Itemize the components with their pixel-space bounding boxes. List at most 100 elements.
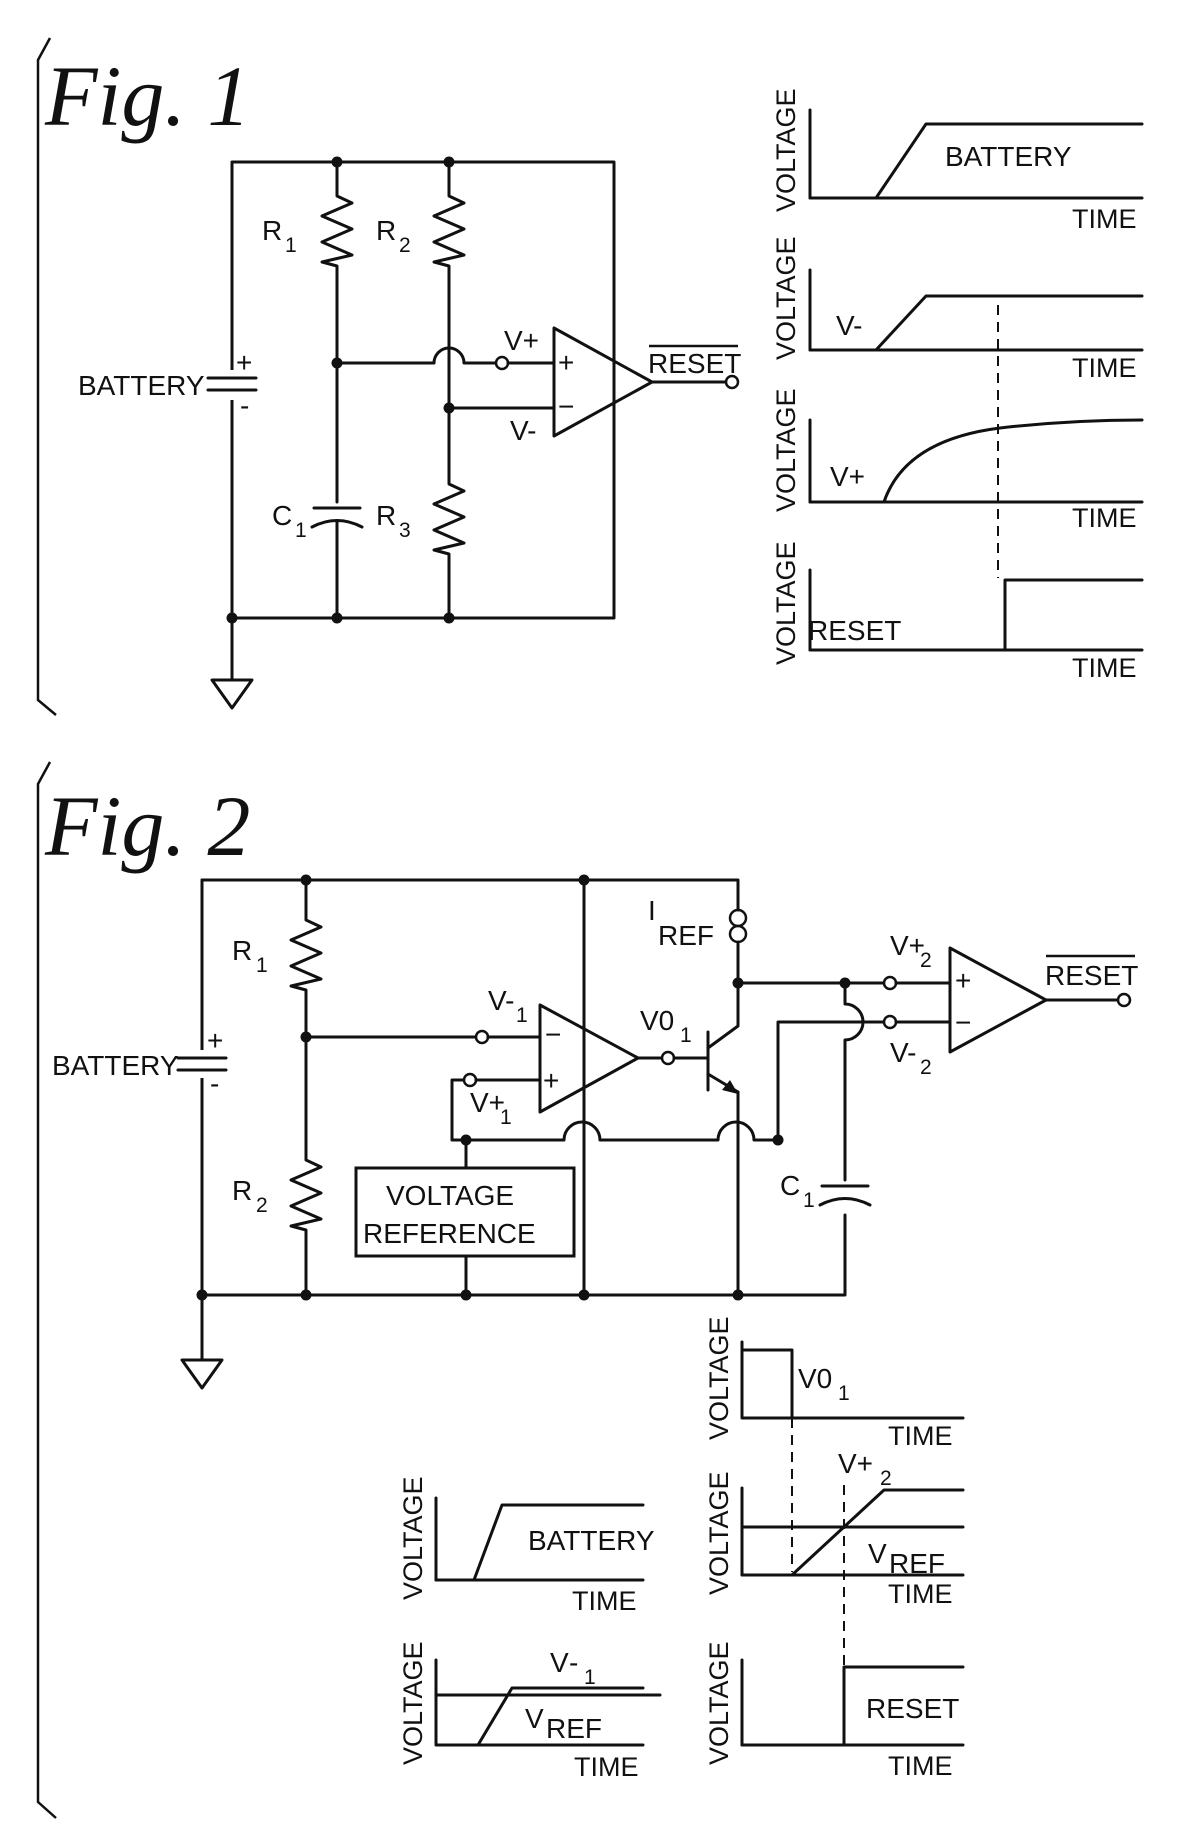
fig1-vminus-label: V-: [510, 415, 536, 446]
fig1-frame: [230, 160, 616, 620]
fig2-current-source-icon: [728, 924, 748, 944]
fig2-graph-vminus1-axes: [434, 1658, 645, 1747]
svg-text:1: 1: [295, 519, 307, 542]
svg-text:VOLTAGE: VOLTAGE: [398, 1476, 428, 1600]
svg-text:2: 2: [399, 234, 411, 257]
svg-text:−: −: [545, 1019, 561, 1050]
fig2-voltage-reference-block: [354, 1166, 576, 1258]
svg-text:REF: REF: [658, 920, 714, 951]
fig1-vplus-wire: [335, 346, 498, 365]
fig2-r2-label: R: [232, 1175, 252, 1206]
svg-text:REF: REF: [546, 1713, 602, 1744]
fig1-c1-label: C: [272, 500, 292, 531]
fig2-graph-vminus1-label: V: [550, 1647, 569, 1678]
fig1-reset-terminal: [724, 374, 740, 390]
fig2-comparator1-icon: [538, 1003, 640, 1114]
fig1-graph3-trace: [808, 418, 1144, 504]
svg-text:1: 1: [500, 1106, 512, 1129]
fig2-ground-icon: [180, 1358, 224, 1390]
fig1-r1-label: R: [262, 215, 282, 246]
fig2-r1-r2-resistor-icon: [289, 878, 323, 1297]
svg-text:1: 1: [256, 954, 268, 977]
fig2-graph-vo1-label: V0: [798, 1363, 832, 1394]
fig1-graph3-label: V+: [830, 461, 865, 492]
fig2-battery-minus: -: [210, 1068, 219, 1099]
fig2-battery-icon: [176, 1056, 228, 1072]
fig2-vplus2-label: V+: [890, 930, 925, 961]
svg-text:TIME: TIME: [888, 1421, 953, 1451]
fig1-circuit: BATTERY + - R 1 C 1 R 2 R 3 V+ V-: [78, 156, 741, 710]
svg-text:2: 2: [256, 1194, 268, 1217]
fig2-graph-reset-label: RESET: [866, 1693, 959, 1724]
fig2-vplus1-label: V+: [470, 1087, 505, 1118]
fig2-graph-vplus2-label: V+: [838, 1448, 873, 1479]
fig2-iref-label: I: [648, 895, 656, 926]
fig2-graph-vo1-axes: [740, 1340, 965, 1420]
svg-text:1: 1: [803, 1189, 815, 1212]
fig1-r2-label: R: [376, 215, 396, 246]
svg-text:3: 3: [399, 519, 411, 542]
svg-text:VOLTAGE: VOLTAGE: [771, 236, 801, 360]
fig1-title: Fig. 1: [44, 48, 250, 144]
svg-text:REFERENCE: REFERENCE: [363, 1218, 536, 1249]
fig2-bracket: [36, 761, 57, 1819]
fig1-r2-r3-resistor-icon: [432, 160, 466, 620]
fig1-ground-icon: [210, 678, 254, 710]
fig2-r1-label: R: [232, 935, 252, 966]
fig1-battery-minus: -: [240, 390, 249, 421]
fig1-graph2-label: V-: [836, 310, 862, 341]
fig2-c1-capacitor-icon: [818, 1197, 872, 1207]
fig2-vminus1-label: V-: [488, 985, 514, 1016]
fig2-circuit: BATTERY + - R 1 R 2 V- 1 V+ 1 V: [52, 874, 1138, 1390]
fig2-vminus2-label: V-: [890, 1037, 916, 1068]
fig2-graph-reset-trace: [740, 1665, 965, 1747]
fig1-battery-label: BATTERY: [78, 370, 205, 401]
fig1-battery-plus: +: [236, 347, 252, 378]
fig2-bottom-rail: [200, 878, 847, 1297]
svg-text:−: −: [955, 1007, 971, 1038]
fig1-timing-graphs: VOLTAGE TIME BATTERY VOLTAGE TIME V- VOL…: [771, 88, 1144, 683]
svg-text:+: +: [955, 965, 971, 996]
fig2-feedback-wire: [464, 1020, 886, 1142]
svg-text:TIME: TIME: [888, 1751, 953, 1781]
svg-text:1: 1: [584, 1666, 596, 1689]
svg-text:VOLTAGE: VOLTAGE: [704, 1641, 734, 1765]
fig2-title: Fig. 2: [44, 778, 250, 874]
svg-text:+: +: [543, 1065, 559, 1096]
svg-text:+: +: [558, 347, 574, 378]
svg-text:VOLTAGE: VOLTAGE: [386, 1180, 514, 1211]
fig2-graph-battery-label: BATTERY: [528, 1525, 655, 1556]
svg-text:1: 1: [838, 1382, 850, 1405]
fig2-graph-vminus1-trace: [476, 1686, 645, 1747]
svg-text:TIME: TIME: [1072, 353, 1137, 383]
fig1-graph2-trace: [808, 294, 1144, 352]
fig2: Fig. 2 BATTERY + - R 1 R 2 V- 1: [36, 761, 1138, 1819]
fig1-r3-label: R: [376, 500, 396, 531]
fig2-graph-vref-label: V: [525, 1703, 544, 1734]
svg-text:VOLTAGE: VOLTAGE: [771, 88, 801, 212]
svg-text:VOLTAGE: VOLTAGE: [704, 1471, 734, 1595]
svg-text:VOLTAGE: VOLTAGE: [771, 541, 801, 665]
fig2-battery-label: BATTERY: [52, 1050, 179, 1081]
svg-text:TIME: TIME: [574, 1752, 639, 1782]
fig2-graph-battery-trace: [434, 1503, 645, 1582]
svg-text:VOLTAGE: VOLTAGE: [771, 388, 801, 512]
svg-text:REF: REF: [889, 1548, 945, 1579]
svg-text:VOLTAGE: VOLTAGE: [704, 1316, 734, 1440]
svg-text:2: 2: [880, 1467, 892, 1490]
fig2-vo1-label: V0: [640, 1005, 674, 1036]
svg-text:1: 1: [680, 1024, 692, 1047]
fig2-c1-label: C: [780, 1170, 800, 1201]
fig1-bracket: [36, 37, 57, 716]
svg-text:-: -: [569, 1647, 578, 1678]
fig1-vplus-label: V+: [504, 325, 539, 356]
fig1-comparator-icon: [552, 326, 654, 438]
fig2-battery-plus: +: [207, 1025, 223, 1056]
fig2-reset-terminal: [1116, 992, 1132, 1008]
fig1-reset-label: RESET: [648, 348, 741, 379]
fig2-timing-graphs: VOLTAGE TIME BATTERY VOLTAGE TIME V - 1 …: [398, 1316, 965, 1782]
svg-text:VOLTAGE: VOLTAGE: [398, 1641, 428, 1765]
fig2-top-rail: [200, 878, 740, 907]
svg-text:TIME: TIME: [888, 1579, 953, 1609]
svg-text:2: 2: [920, 1056, 932, 1079]
